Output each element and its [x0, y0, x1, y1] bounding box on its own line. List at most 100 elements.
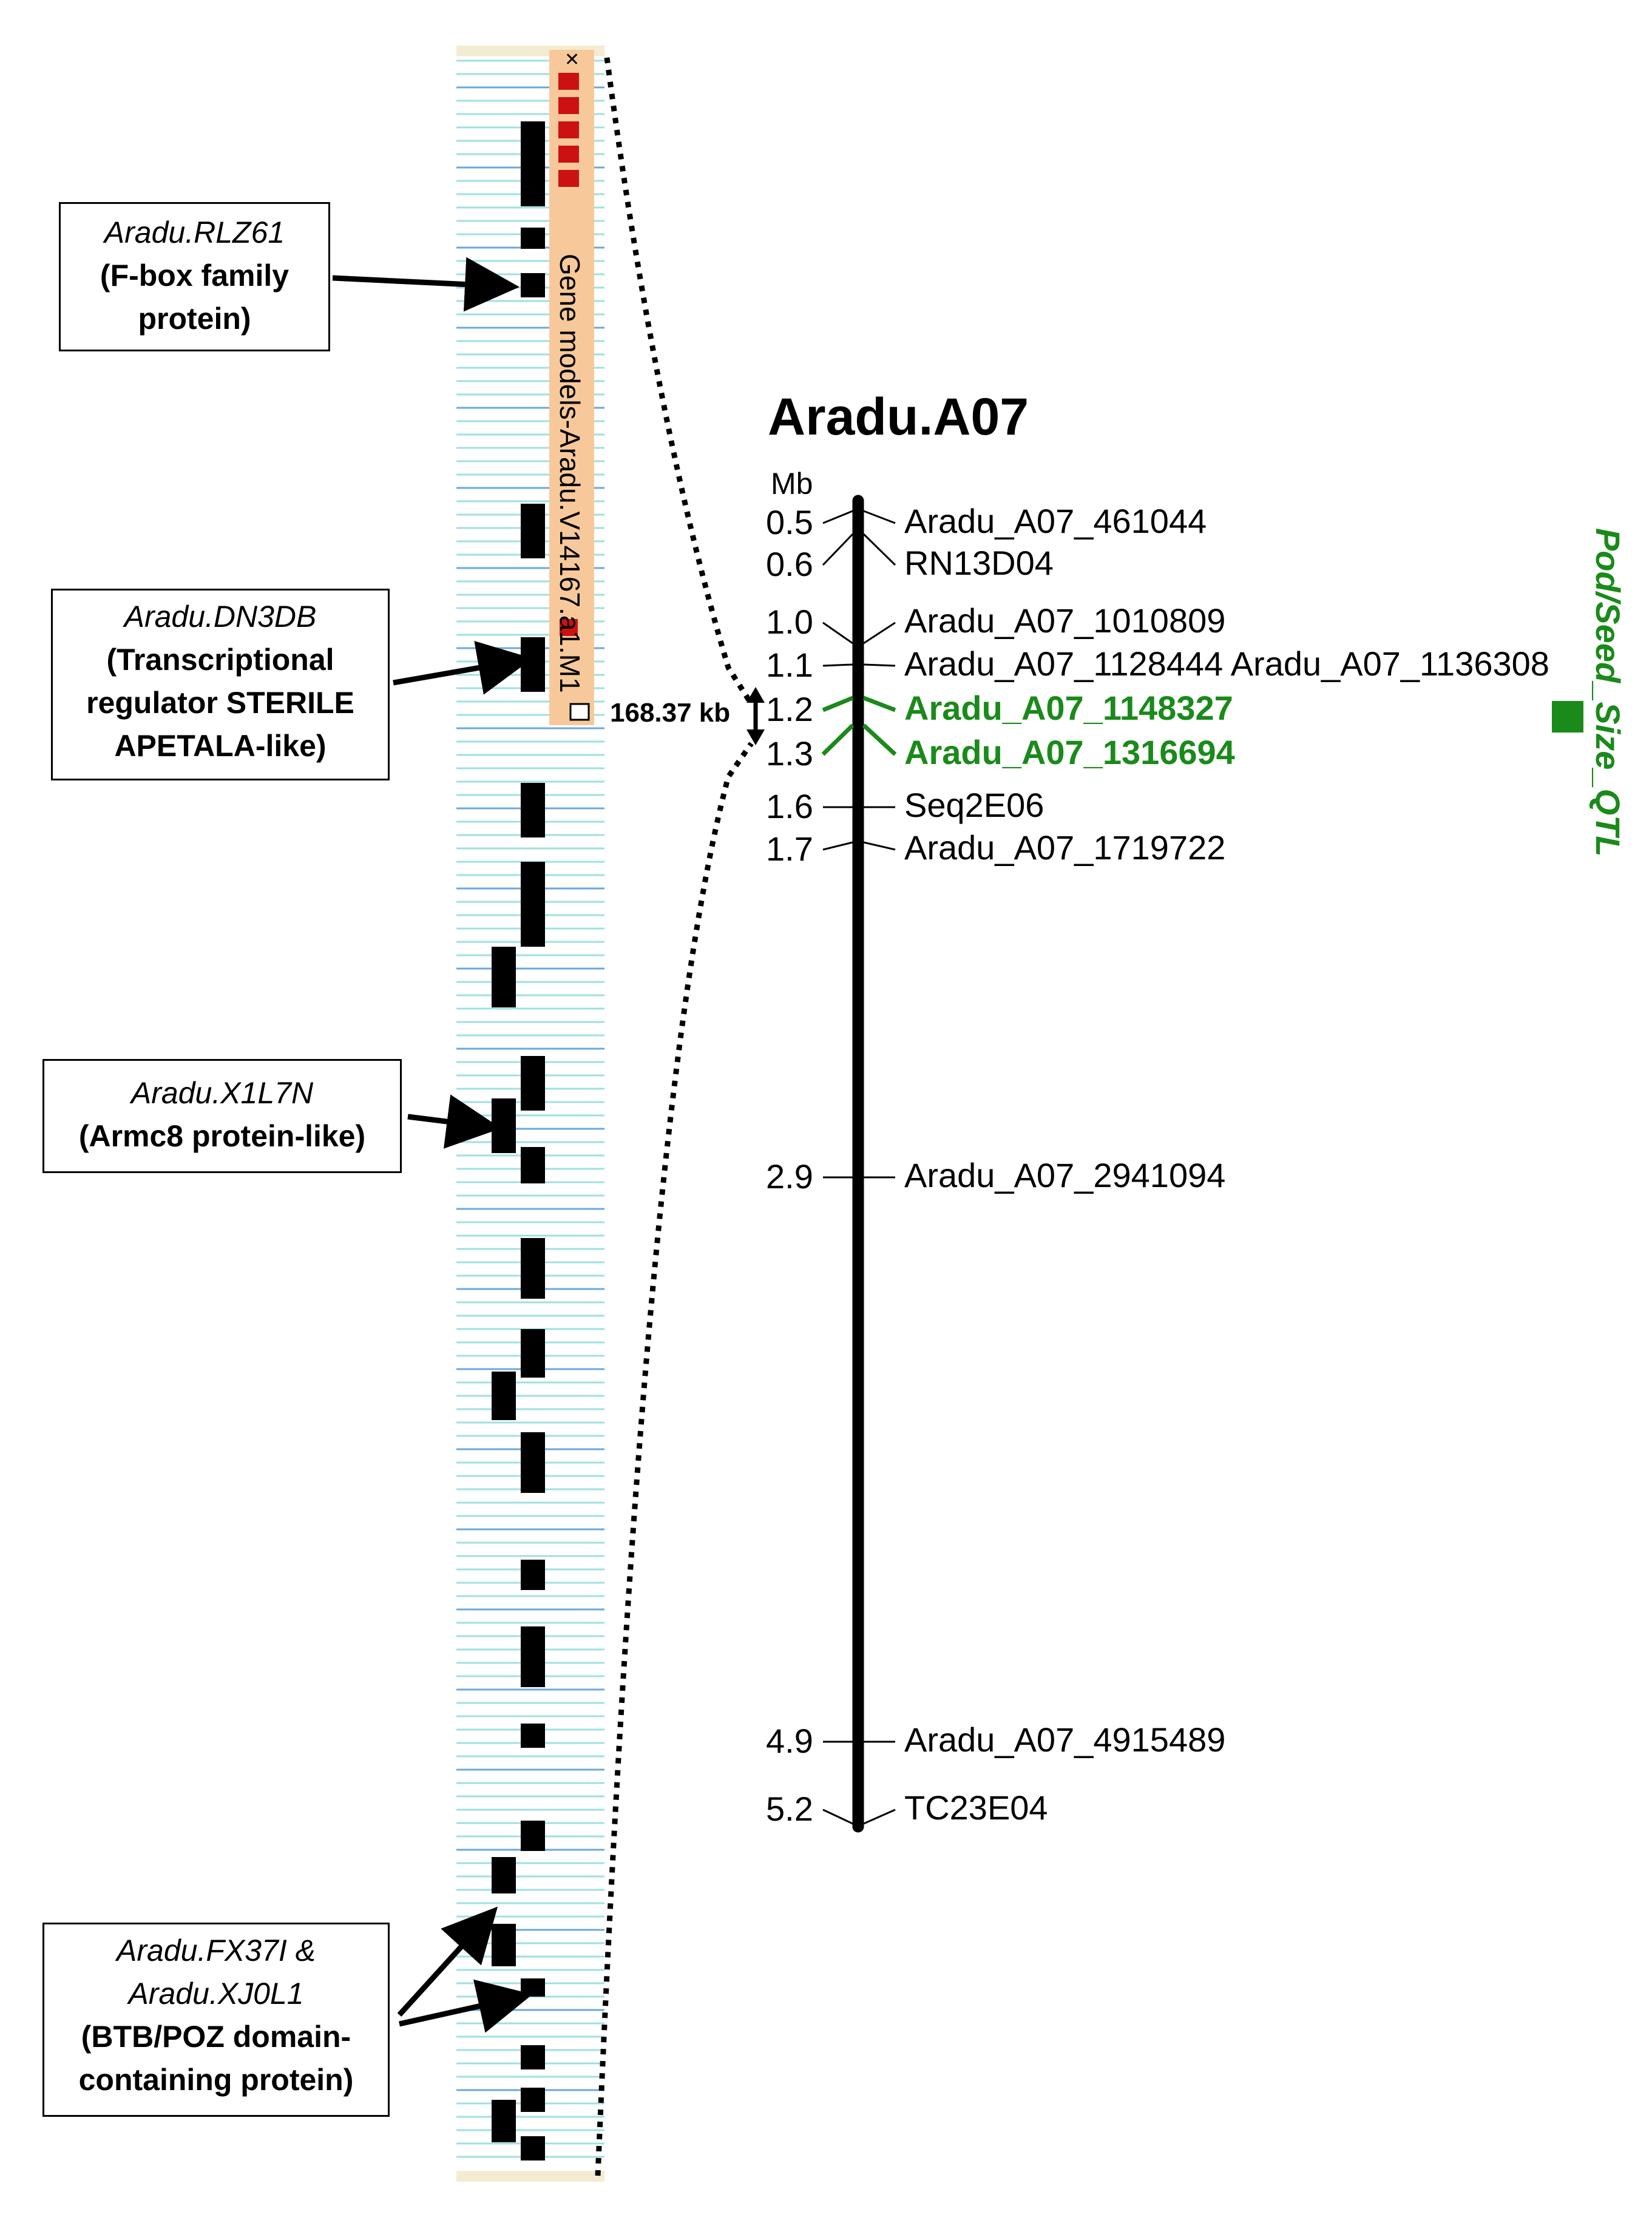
marker-name-label: Aradu_A07_1719722 — [904, 828, 1226, 867]
help-icon[interactable] — [558, 146, 579, 163]
marker-position-label: 1.6 — [766, 787, 813, 825]
marker-position-label: 1.1 — [766, 646, 813, 684]
callout-gene-name: Aradu.X1L7N — [130, 1076, 314, 1110]
track-toolbar-icons: ✕ — [558, 49, 590, 721]
marker-name-tick — [862, 723, 897, 756]
gene-model[interactable] — [521, 228, 545, 249]
gene-model[interactable] — [521, 862, 545, 947]
gene-track-label: Gene models-Aradu.V14167.a1.M1 — [554, 254, 586, 693]
marker-name-label: Aradu_A07_1148327 — [904, 689, 1233, 727]
marker-position-label: 0.6 — [766, 545, 813, 583]
marker-position-tick — [822, 841, 853, 851]
marker-position-label: 5.2 — [766, 1790, 813, 1828]
marker-name-tick — [862, 695, 896, 712]
callout-gene-desc: (Transcriptional regulator STERILE APETA… — [86, 643, 354, 763]
marker-position-label: 4.9 — [766, 1722, 813, 1760]
callout-gene-desc: (BTB/POZ domain-containing protein) — [78, 2020, 354, 2097]
qtl-marker-square — [1552, 701, 1583, 733]
gene-model[interactable] — [521, 1238, 545, 1299]
gene-model[interactable] — [492, 1372, 516, 1420]
marker-name-label: Aradu_A07_1128444 Aradu_A07_1136308 — [904, 645, 1549, 683]
marker-name-label: RN13D04 — [904, 544, 1054, 582]
marker-name-tick — [863, 841, 896, 851]
interval-size-label: 168.37 kb — [610, 698, 731, 728]
callout-fx37i-xj0l1: Aradu.FX37I & Aradu.XJ0L1 (BTB/POZ domai… — [42, 1923, 390, 2117]
gene-model[interactable] — [521, 273, 545, 297]
info-icon[interactable] — [560, 619, 578, 636]
track-bottom-band — [456, 2171, 604, 2182]
marker-name-tick — [862, 533, 896, 566]
marker-name-label: TC23E04 — [904, 1788, 1048, 1827]
gene-model[interactable] — [521, 2136, 545, 2160]
callout-dn3db: Aradu.DN3DB (Transcriptional regulator S… — [51, 589, 390, 780]
gene-model[interactable] — [521, 1056, 545, 1111]
axis-unit-label: Mb — [771, 467, 813, 501]
marker-position-tick — [822, 533, 854, 566]
marker-name-label: Aradu_A07_2941094 — [904, 1156, 1226, 1194]
zoom-guide-bottom — [595, 742, 754, 2176]
settings-icon[interactable] — [558, 170, 579, 187]
marker-position-label: 0.5 — [766, 503, 813, 541]
marker-name-label: Aradu_A07_1010809 — [904, 601, 1226, 640]
callout-arrow-xj0l1 — [399, 1979, 533, 2033]
gene-model[interactable] — [521, 1147, 545, 1183]
marker-name-tick — [863, 1809, 896, 1825]
marker-position-tick — [822, 510, 853, 524]
gene-model[interactable] — [521, 121, 545, 206]
callout-gene-desc: (Armc8 protein-like) — [78, 1119, 366, 1153]
marker-name-label: Aradu_A07_461044 — [904, 502, 1207, 540]
gene-model[interactable] — [521, 1821, 545, 1851]
callout-arrow-dn3db — [393, 641, 533, 695]
close-icon[interactable]: ✕ — [564, 49, 580, 70]
marker-position-label: 1.2 — [766, 690, 813, 728]
callout-arrow-x1l7n — [407, 1094, 501, 1149]
marker-name-tick — [863, 621, 896, 645]
gene-model[interactable] — [492, 1098, 516, 1153]
callout-gene-name: Aradu.FX37I & Aradu.XJ0L1 — [117, 1934, 316, 2011]
gene-model[interactable] — [521, 783, 545, 837]
callout-rlz61: Aradu.RLZ61 (F-box family protein) — [59, 202, 330, 351]
expand-icon[interactable] — [569, 703, 590, 721]
gene-model[interactable] — [492, 2100, 516, 2142]
gene-model[interactable] — [521, 1560, 545, 1590]
callout-gene-name: Aradu.RLZ61 — [104, 215, 285, 249]
marker-layer — [821, 510, 897, 1825]
interval-arrow-up — [746, 687, 765, 703]
marker-position-label: 1.7 — [766, 830, 813, 868]
gene-model[interactable] — [521, 1626, 545, 1687]
gene-model[interactable] — [521, 2045, 545, 2069]
marker-position-tick — [822, 663, 853, 667]
gene-model[interactable] — [521, 504, 545, 558]
qtl-label: Pod/Seed_Size_QTL — [1589, 528, 1627, 857]
gene-model[interactable] — [521, 1329, 545, 1378]
callout-gene-desc: (F-box family protein) — [100, 259, 289, 336]
marker-name-tick — [863, 510, 896, 524]
marker-position-tick — [822, 1809, 853, 1825]
marker-name-label: Aradu_A07_1316694 — [904, 733, 1235, 771]
zoom-guide-top — [604, 57, 754, 706]
gene-model[interactable] — [492, 1857, 516, 1893]
marker-position-label: 1.3 — [766, 734, 813, 773]
interval-arrow-down — [746, 729, 765, 745]
marker-position-tick — [822, 621, 853, 645]
wave-icon[interactable] — [558, 121, 579, 138]
gene-model[interactable] — [521, 1432, 545, 1493]
minimize-icon[interactable] — [558, 73, 579, 90]
marker-position-label: 2.9 — [766, 1157, 813, 1196]
marker-name-tick — [863, 663, 896, 667]
gene-model[interactable] — [492, 1924, 516, 1966]
marker-position-label: 1.0 — [766, 603, 813, 641]
remove-icon[interactable] — [558, 97, 579, 114]
gene-model[interactable] — [521, 1724, 545, 1748]
marker-name-label: Aradu_A07_4915489 — [904, 1721, 1226, 1759]
gene-model[interactable] — [521, 2088, 545, 2112]
callout-arrow-rlz61 — [332, 257, 520, 312]
marker-position-tick — [821, 723, 855, 756]
gene-model[interactable] — [521, 1978, 545, 1997]
chromosome-title: Aradu.A07 — [768, 388, 1029, 446]
callout-arrow-fx37i — [397, 1906, 498, 2017]
callout-gene-name: Aradu.DN3DB — [124, 600, 317, 634]
gene-model[interactable] — [521, 637, 545, 692]
gene-model[interactable] — [492, 947, 516, 1007]
